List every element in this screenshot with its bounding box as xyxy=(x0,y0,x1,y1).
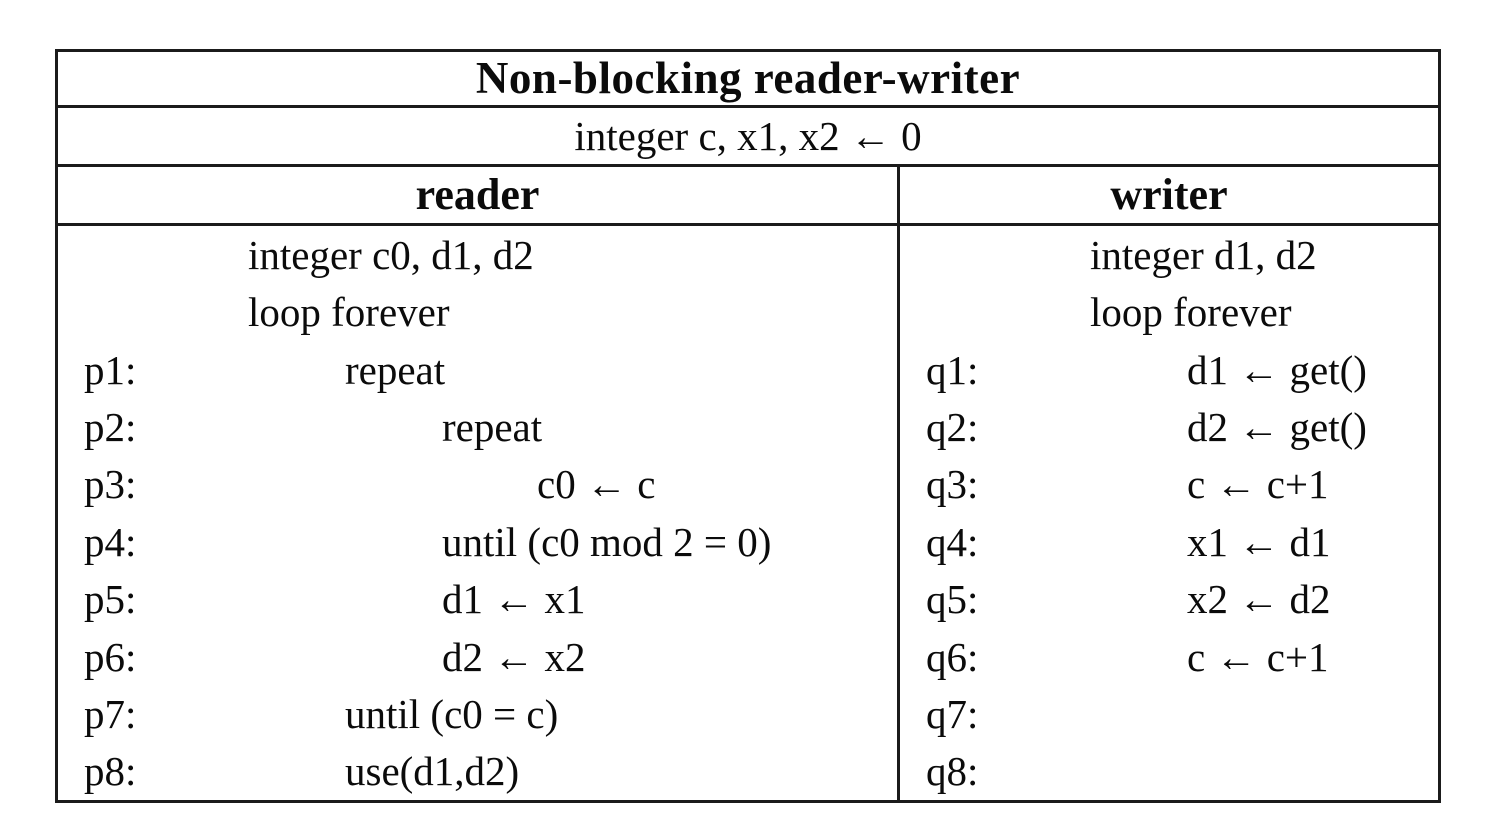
statement-text: repeat xyxy=(442,403,543,450)
line-label: p8: xyxy=(84,748,137,795)
code-line: p1: repeat xyxy=(58,341,897,398)
statement-text: x2 ← d2 xyxy=(1187,576,1331,623)
code-line: p7: until (c0 = c) xyxy=(58,685,897,742)
statement-text: d1 ← x1 xyxy=(442,576,586,623)
line-label: q8: xyxy=(926,748,979,795)
code-line: loop forever xyxy=(900,283,1438,340)
code-line: p4: until (c0 mod 2 = 0) xyxy=(58,513,897,570)
code-line: p8: use(d1,d2) xyxy=(58,743,897,800)
code-line: q4: x1 ← d1 xyxy=(900,513,1438,570)
code-line: loop forever xyxy=(58,283,897,340)
code-line: q5: x2 ← d2 xyxy=(900,570,1438,627)
line-label: q3: xyxy=(926,461,979,508)
code-line: q6: c ← c+1 xyxy=(900,628,1438,685)
code-line: q2: d2 ← get() xyxy=(900,398,1438,455)
line-label: p2: xyxy=(84,403,137,450)
statement-text: integer d1, d2 xyxy=(1090,231,1317,278)
line-label: q5: xyxy=(926,576,979,623)
line-label: q2: xyxy=(926,403,979,450)
process-header-row: reader writer xyxy=(58,166,1438,226)
line-label: p7: xyxy=(84,690,137,737)
code-line: integer c0, d1, d2 xyxy=(58,226,897,283)
line-label: q6: xyxy=(926,633,979,680)
statement-text: d2 ← x2 xyxy=(442,633,586,680)
statement-text: loop forever xyxy=(248,289,450,336)
statement-text: repeat xyxy=(345,346,446,393)
code-line: integer d1, d2 xyxy=(900,226,1438,283)
statement-text: c0 ← c xyxy=(537,461,656,508)
line-label: q1: xyxy=(926,346,979,393)
code-line: q3: c ← c+1 xyxy=(900,456,1438,513)
statement-text: integer c0, d1, d2 xyxy=(248,231,534,278)
code-line: q7: xyxy=(900,685,1438,742)
code-line: p6: d2 ← x2 xyxy=(58,628,897,685)
statement-text: loop forever xyxy=(1090,289,1292,336)
shared-declaration: integer c, x1, x2 ← 0 xyxy=(58,108,1438,167)
statement-text: until (c0 mod 2 = 0) xyxy=(442,518,772,565)
statement-text: c ← c+1 xyxy=(1187,461,1329,508)
code-line: p2: repeat xyxy=(58,398,897,455)
line-label: q7: xyxy=(926,690,979,737)
statement-text: until (c0 = c) xyxy=(345,690,559,737)
column-header-writer: writer xyxy=(1110,170,1228,220)
line-label: p3: xyxy=(84,461,137,508)
column-header-reader: reader xyxy=(58,166,900,223)
line-label: p1: xyxy=(84,346,137,393)
code-line: p3: c0 ← c xyxy=(58,456,897,513)
code-line: p5: d1 ← x1 xyxy=(58,570,897,627)
line-label: p5: xyxy=(84,576,137,623)
algorithm-table: Non-blocking reader-writer integer c, x1… xyxy=(55,49,1441,803)
statement-text: x1 ← d1 xyxy=(1187,518,1331,565)
statement-text: c ← c+1 xyxy=(1187,633,1329,680)
line-label: p4: xyxy=(84,518,137,565)
statement-text: d2 ← get() xyxy=(1187,403,1367,450)
code-line: q1: d1 ← get() xyxy=(900,341,1438,398)
line-label: p6: xyxy=(84,633,137,680)
statement-text: use(d1,d2) xyxy=(345,748,520,795)
algorithm-title: Non-blocking reader-writer xyxy=(58,52,1438,108)
statement-text: d1 ← get() xyxy=(1187,346,1367,393)
code-line: q8: xyxy=(900,743,1438,800)
line-label: q4: xyxy=(926,518,979,565)
